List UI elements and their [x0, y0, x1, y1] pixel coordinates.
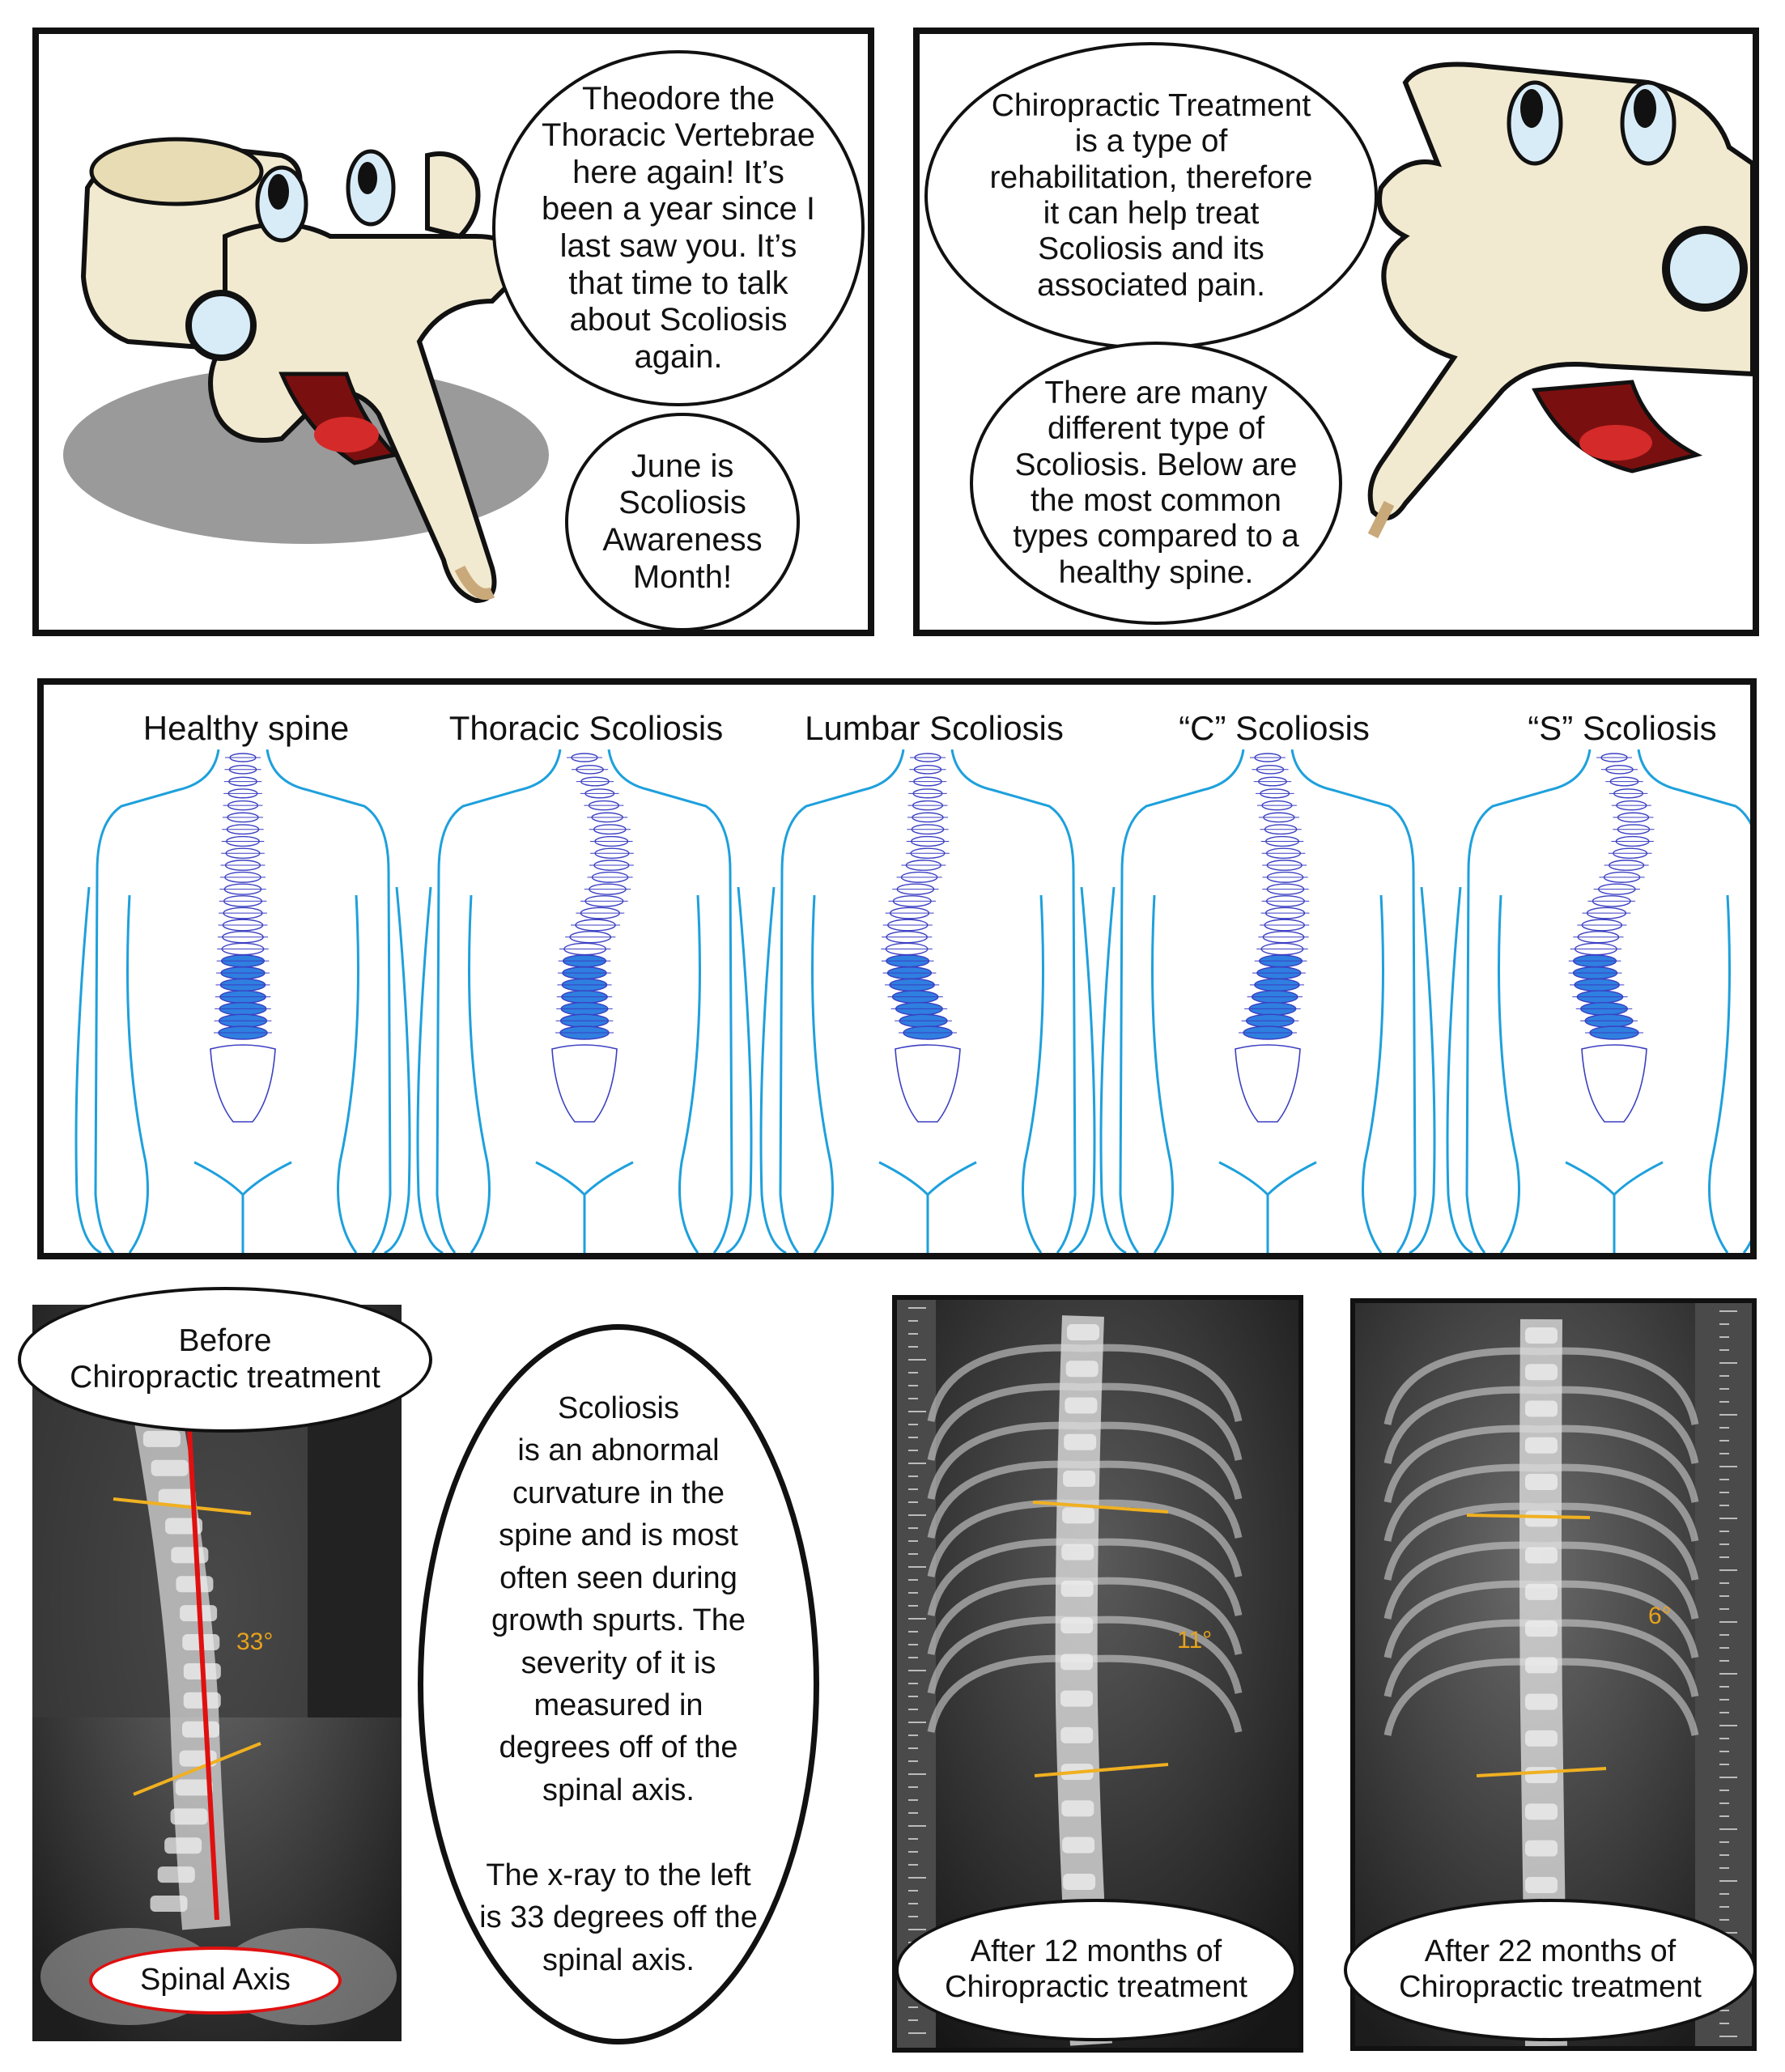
speech-text: June is Scoliosis Awareness Month! [602, 448, 763, 595]
torso-thoracic [416, 749, 753, 1253]
torso-healthy [74, 749, 411, 1253]
vertebra-character-left [63, 137, 549, 604]
torso-s [1446, 749, 1750, 1253]
speech-bubble-treatment: Chiropractic Treatment is a type of reha… [924, 42, 1378, 350]
torso-lumbar [759, 749, 1096, 1253]
vertebra-character-right [1367, 62, 1753, 539]
caption-after-22-months: After 22 months of Chiropractic treatmen… [1344, 1899, 1757, 2041]
label-lumbar-scoliosis: Lumbar Scoliosis [805, 709, 1064, 747]
angle-11-label: 11° [1177, 1627, 1213, 1654]
label-healthy-spine: Healthy spine [142, 709, 350, 747]
comic-panel-2: Chiropractic Treatment is a type of reha… [913, 28, 1759, 636]
spine-illustrations [74, 749, 1750, 1253]
caption-before-treatment: Before Chiropractic treatment [18, 1287, 432, 1433]
angle-6-label: 6° [1648, 1603, 1672, 1629]
explanation-text: Scoliosis is an abnormal curvature in th… [479, 1391, 758, 1977]
speech-bubble-awareness: June is Scoliosis Awareness Month! [565, 413, 800, 630]
speech-text: Chiropractic Treatment is a type of reha… [989, 87, 1313, 303]
spinal-axis-label: Spinal Axis [89, 1947, 342, 2015]
torso-c [1099, 749, 1436, 1253]
comic-panel-1: Theodore the Thoracic Vertebrae here aga… [32, 28, 874, 636]
caption-after-12-months: After 12 months of Chiropractic treatmen… [895, 1899, 1297, 2041]
speech-text: There are many different type of Scolios… [1013, 375, 1299, 590]
label-s-scoliosis: “S” Scoliosis [1528, 709, 1717, 747]
speech-bubble-types: There are many different type of Scolios… [970, 342, 1342, 625]
angle-33-label: 33° [236, 1628, 274, 1655]
label-thoracic-scoliosis: Thoracic Scoliosis [448, 709, 724, 747]
label-c-scoliosis: “C” Scoliosis [1179, 709, 1370, 747]
explanation-bubble: Scoliosis is an abnormal curvature in th… [418, 1324, 819, 2044]
speech-text: Theodore the Thoracic Vertebrae here aga… [542, 80, 815, 375]
spine-types-panel: Healthy spine Thoracic Scoliosis Lumbar … [37, 678, 1757, 1259]
speech-bubble-theodore: Theodore the Thoracic Vertebrae here aga… [492, 50, 865, 406]
